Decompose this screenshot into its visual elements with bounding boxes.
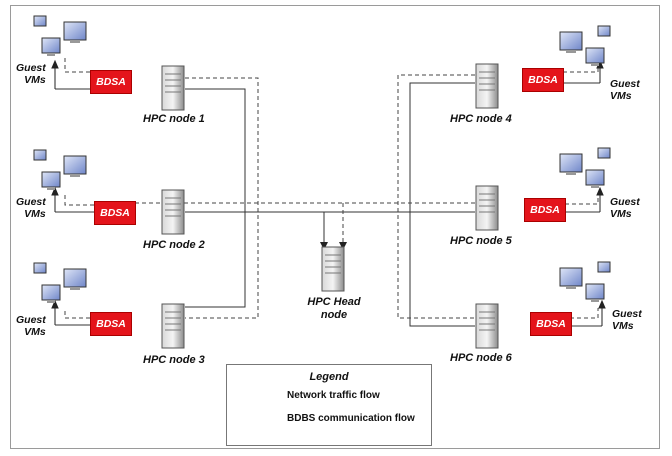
guest-vm-monitors-icon bbox=[33, 262, 87, 303]
bdsa-box-node6: BDSA bbox=[530, 312, 572, 336]
guest-vm-monitors-icon bbox=[33, 149, 87, 190]
hpc-node-6-label: HPC node 6 bbox=[450, 352, 512, 364]
bdsa-box-node5: BDSA bbox=[524, 198, 566, 222]
bdsa-label: BDSA bbox=[530, 204, 560, 216]
server-icon bbox=[161, 303, 185, 349]
server-icon bbox=[475, 303, 499, 349]
guest-vm-monitors-icon bbox=[559, 261, 611, 302]
bdsa-box-node4: BDSA bbox=[522, 68, 564, 92]
guest-vm-monitors-icon bbox=[559, 147, 611, 188]
hpc-node-5-label: HPC node 5 bbox=[450, 235, 512, 247]
network-traffic-lines bbox=[55, 82, 602, 327]
bdsa-label: BDSA bbox=[528, 74, 558, 86]
legend-title: Legend bbox=[309, 371, 349, 383]
bdsa-box-node3: BDSA bbox=[90, 312, 132, 336]
server-icon bbox=[161, 65, 185, 111]
bdsa-box-node2: BDSA bbox=[94, 201, 136, 225]
legend-dashed-label: BDBS communication flow bbox=[287, 413, 415, 424]
server-icon bbox=[161, 189, 185, 235]
guest-vm-monitors-icon bbox=[33, 15, 87, 56]
bdsa-label: BDSA bbox=[536, 318, 566, 330]
hpc-node-3-label: HPC node 3 bbox=[143, 354, 205, 366]
hpc-node-1-label: HPC node 1 bbox=[143, 113, 205, 125]
head-server-icon bbox=[321, 246, 345, 292]
bdsa-box-node1: BDSA bbox=[90, 70, 132, 94]
server-icon bbox=[475, 63, 499, 109]
hpc-node-2-label: HPC node 2 bbox=[143, 239, 205, 251]
bdsa-label: BDSA bbox=[100, 207, 130, 219]
bdsa-label: BDSA bbox=[96, 318, 126, 330]
bdbs-communication-lines bbox=[64, 58, 599, 319]
hpc-node-4-label: HPC node 4 bbox=[450, 113, 512, 125]
guest-arrows bbox=[51, 59, 606, 326]
bdsa-label: BDSA bbox=[96, 76, 126, 88]
guest-vm-monitors-icon bbox=[559, 25, 611, 66]
legend-box: Legend Network traffic flow BDBS communi… bbox=[226, 364, 432, 446]
legend-solid-label: Network traffic flow bbox=[287, 390, 380, 401]
server-icon bbox=[475, 185, 499, 231]
